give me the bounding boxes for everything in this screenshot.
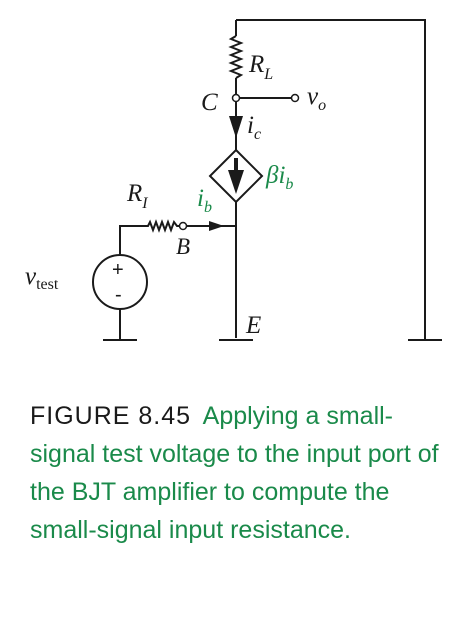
minus-sign: - xyxy=(115,284,122,306)
ri-resistor xyxy=(140,219,180,233)
node-c-label: C xyxy=(201,89,218,116)
node-b-terminal xyxy=(178,221,188,231)
node-c-terminal xyxy=(231,93,241,103)
vo-label: vo xyxy=(307,83,326,114)
top-wire xyxy=(236,19,426,340)
figure-label: FIGURE 8.45 xyxy=(30,402,192,430)
ib-label: ib xyxy=(197,185,212,216)
rl-resistor xyxy=(228,35,244,79)
figure-caption: FIGURE 8.45 Applying a small-signal test… xyxy=(30,397,450,549)
ic-label: ic xyxy=(247,112,261,143)
source-arrow-head xyxy=(228,170,244,194)
ri-label: RI xyxy=(126,180,148,212)
ic-arrow xyxy=(229,116,243,138)
rl-label: RL xyxy=(248,51,273,83)
plus-sign: + xyxy=(112,259,124,281)
node-e-label: E xyxy=(245,312,261,339)
caption-text: Applying a small-signal test voltage to … xyxy=(30,402,439,544)
circuit-diagram: RL vo C ic βib RI ib B vtest + - E xyxy=(25,19,442,341)
beta-ib-label: βib xyxy=(265,162,293,193)
ib-arrow xyxy=(209,221,224,231)
vo-terminal xyxy=(290,93,300,103)
node-b-label: B xyxy=(176,234,190,259)
vtest-label: vtest xyxy=(25,263,59,293)
source-top-wire xyxy=(119,225,140,254)
